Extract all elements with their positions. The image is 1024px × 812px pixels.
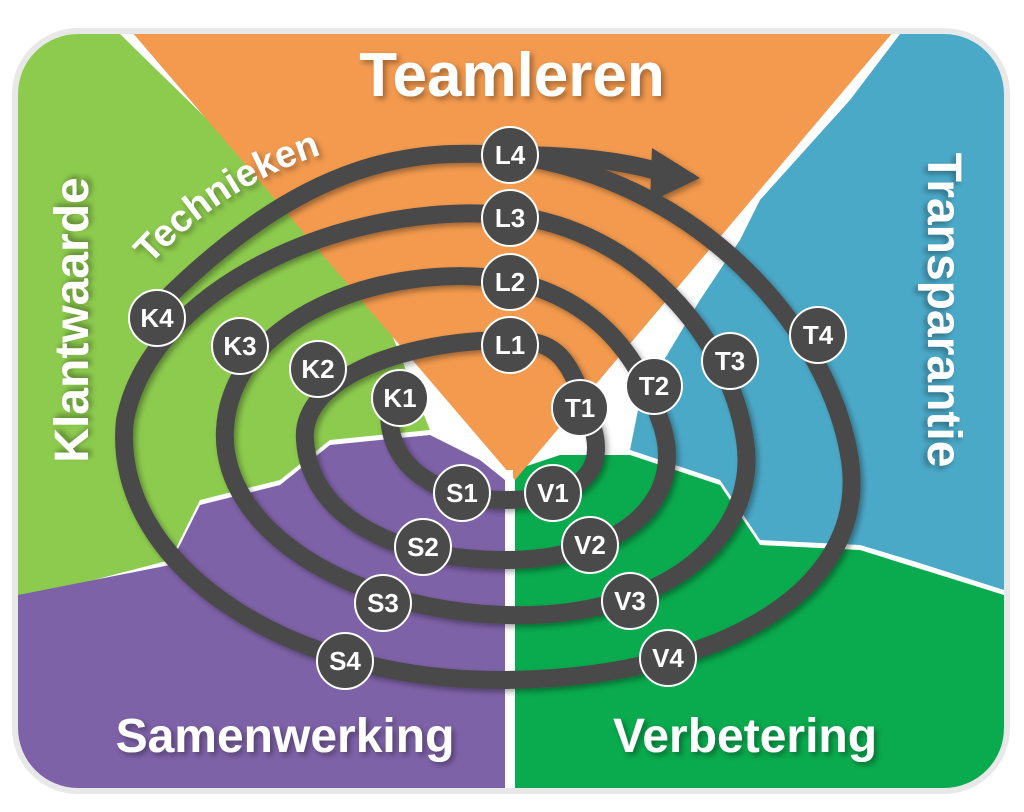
node-t3: T3 xyxy=(701,332,759,390)
quadrant-title-klantwaarde: Klantwaarde xyxy=(46,177,99,462)
node-v2: V2 xyxy=(561,516,619,574)
spiral-path xyxy=(115,144,861,690)
node-label-s1: S1 xyxy=(446,478,478,508)
spiral-nodes: L1 K1 T1 S1 V1 L2 K2 T2 S2 V2 L3 K3 T3 S… xyxy=(128,126,847,690)
node-s3: S3 xyxy=(354,574,412,632)
node-label-l3: L3 xyxy=(495,203,525,233)
spiral-arrow-head xyxy=(650,148,700,202)
node-label-l1: L1 xyxy=(495,330,525,360)
node-t1: T1 xyxy=(551,379,609,437)
node-k4: K4 xyxy=(128,289,186,347)
quadrant-title-samenwerking: Samenwerking xyxy=(116,710,455,763)
node-label-v1: V1 xyxy=(537,478,569,508)
node-s4: S4 xyxy=(316,632,374,690)
node-label-v3: V3 xyxy=(614,586,646,616)
node-label-t2: T2 xyxy=(639,371,669,401)
node-label-k2: K2 xyxy=(301,354,334,384)
node-v4: V4 xyxy=(639,629,697,687)
section-samenwerking xyxy=(18,435,505,788)
quadrant-title-teamleren: Teamleren xyxy=(359,41,665,110)
node-s2: S2 xyxy=(394,518,452,576)
node-label-t1: T1 xyxy=(565,393,595,423)
node-k1: K1 xyxy=(371,369,429,427)
node-label-v2: V2 xyxy=(574,530,606,560)
node-label-k3: K3 xyxy=(223,331,256,361)
node-label-t4: T4 xyxy=(803,320,834,350)
node-label-l2: L2 xyxy=(495,267,525,297)
node-label-s3: S3 xyxy=(367,588,399,618)
node-l4: L4 xyxy=(481,126,539,184)
node-label-k4: K4 xyxy=(140,303,174,333)
node-v1: V1 xyxy=(524,464,582,522)
node-label-k1: K1 xyxy=(383,383,416,413)
node-label-s4: S4 xyxy=(329,646,361,676)
node-l1: L1 xyxy=(481,316,539,374)
node-label-v4: V4 xyxy=(652,643,684,673)
quadrant-title-verbetering: Verbetering xyxy=(613,710,877,763)
node-k3: K3 xyxy=(211,317,269,375)
node-label-l4: L4 xyxy=(495,140,526,170)
section-teamleren xyxy=(120,34,905,480)
node-t2: T2 xyxy=(625,357,683,415)
node-s1: S1 xyxy=(433,464,491,522)
node-v3: V3 xyxy=(601,572,659,630)
node-label-s2: S2 xyxy=(407,532,439,562)
node-k2: K2 xyxy=(289,340,347,398)
node-l3: L3 xyxy=(481,189,539,247)
node-t4: T4 xyxy=(789,306,847,364)
node-l2: L2 xyxy=(481,253,539,311)
node-label-t3: T3 xyxy=(715,346,745,376)
quadrant-title-transparantie: Transparantie xyxy=(917,153,970,468)
